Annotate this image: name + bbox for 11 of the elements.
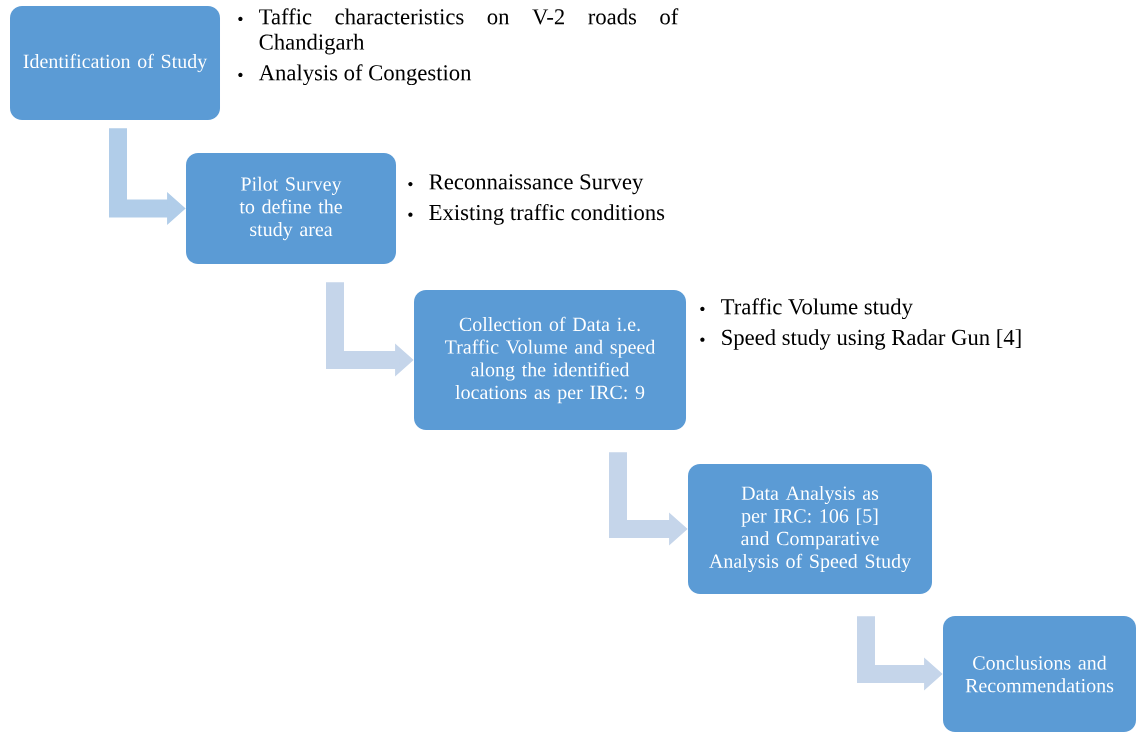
bullet-item: Reconnaissance Survey xyxy=(408,174,644,195)
process-box: Data Analysis as per IRC: 106 [5] and Comparative Analysis of Speed Study xyxy=(688,464,932,594)
bullet-item: Taffic characteristics on V-2 roads of Chandigarh xyxy=(238,8,679,55)
bullet-item: Traffic Volume study xyxy=(700,298,913,320)
process-box: Conclusions and Recommendations xyxy=(943,616,1136,732)
bullet-item: Existing traffic conditions xyxy=(408,204,665,225)
process-box: Identification of Study xyxy=(10,6,220,120)
process-box: Pilot Survey to define the study area xyxy=(186,153,396,264)
process-box: Collection of Data i.e. Traffic Volume and speed along the identified locations as per IRC: 9 xyxy=(414,290,686,430)
bullet-item: Speed study using Radar Gun [4] xyxy=(700,329,1021,350)
bullet-item: Analysis of Congestion xyxy=(238,64,472,86)
